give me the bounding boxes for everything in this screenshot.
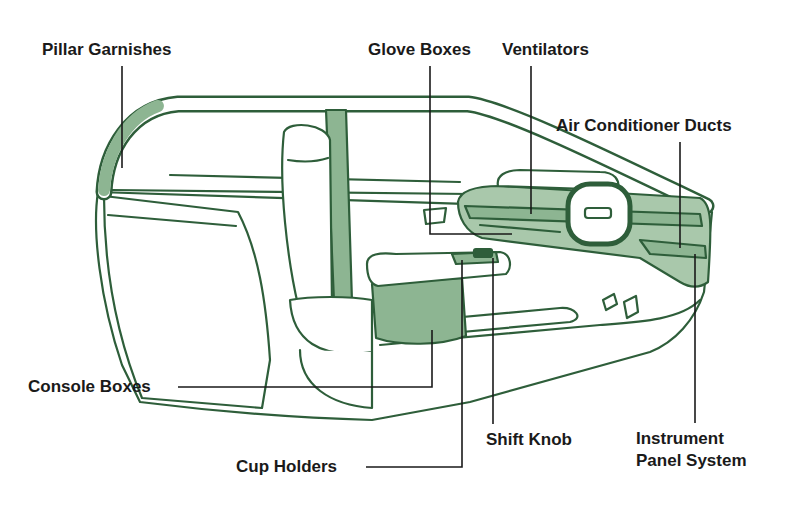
leader-line — [530, 66, 532, 214]
console-lower — [372, 278, 466, 344]
steering-wheel — [568, 184, 630, 244]
door-trim-line — [108, 215, 236, 226]
door-panel — [104, 196, 270, 408]
leader-line — [679, 142, 681, 248]
seat-head — [288, 158, 328, 161]
leader-line — [366, 260, 462, 467]
pillar-garnish — [104, 106, 158, 190]
pedal — [624, 296, 638, 318]
part-label: Air Conditioner Ducts — [556, 115, 732, 137]
leader-line — [178, 330, 432, 387]
part-label: Glove Boxes — [368, 39, 471, 61]
seat-base — [300, 350, 372, 408]
part-label: Ventilators — [502, 39, 589, 61]
seat-cushion — [290, 297, 372, 354]
leader-line — [121, 66, 123, 168]
part-label: Console Boxes — [28, 376, 151, 398]
shift-knob — [474, 249, 492, 257]
leader-line — [430, 66, 512, 234]
part-label: Pillar Garnishes — [42, 39, 171, 61]
leader-line — [492, 258, 494, 424]
part-label: Cup Holders — [236, 456, 337, 478]
part-label: Instrument Panel System — [636, 428, 762, 472]
pedal — [603, 294, 617, 310]
leader-line — [694, 254, 696, 423]
part-label: Shift Knob — [486, 429, 572, 451]
steering-hub — [585, 208, 611, 218]
ac-duct — [640, 240, 706, 258]
glove-box — [480, 225, 560, 232]
seat-back — [282, 125, 332, 305]
door-handle — [424, 208, 446, 224]
